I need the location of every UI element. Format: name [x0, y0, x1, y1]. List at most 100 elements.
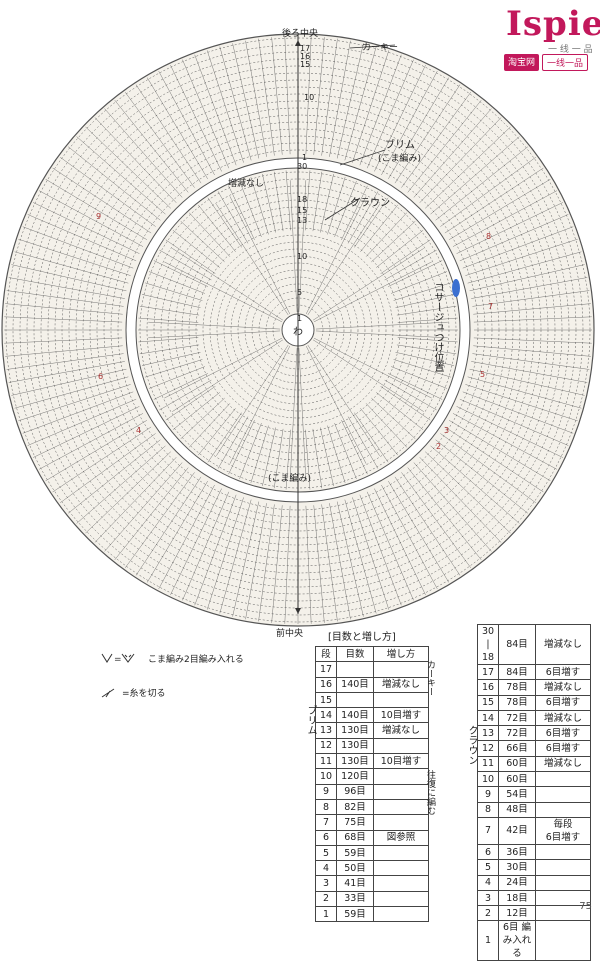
crown-increase-line [312, 339, 424, 412]
table-cell-method [535, 843, 591, 861]
brim-stitch-spoke [366, 491, 414, 601]
side-label-khaki: カーキー [425, 660, 435, 696]
crown-increase-line [164, 261, 283, 323]
table-cell-row: 4 [315, 860, 337, 877]
table-cell-method: 図参照 [373, 829, 429, 846]
table-cell-count: 130目 [336, 722, 374, 739]
table-cell-count: 60目 [498, 771, 536, 788]
brim-stitch-spoke [60, 157, 156, 227]
crown-stitch-spoke [262, 427, 276, 487]
crown-stitch-spoke [396, 305, 457, 316]
brim-stitch-spoke [413, 462, 492, 552]
crown-stitch-spoke [239, 423, 262, 480]
crown-stitch-spoke [262, 173, 276, 233]
brim-stitch-spoke [76, 136, 166, 215]
table-cell-row: 1 [477, 920, 499, 961]
table-cell-count: 50目 [336, 860, 374, 877]
brim-stitch-spoke [321, 38, 338, 156]
brim-stitch-spoke [444, 167, 544, 234]
brim-stitch-spoke [22, 391, 134, 434]
table-cell-row: 9 [315, 783, 337, 800]
crown-increase-line [315, 321, 448, 330]
brim-stitch-spoke [170, 488, 222, 595]
crown-stitch-spoke [327, 425, 346, 483]
legend-increase: = こま編み2目編み入れる [100, 651, 244, 665]
brim-stitch-spoke [14, 251, 129, 284]
table-cell-method: 増減なし [373, 676, 429, 693]
brim-stitch-spoke [473, 337, 592, 344]
brim-stitch-spoke [359, 494, 402, 606]
brim-stitch-spoke [419, 457, 502, 543]
table-cell-row: 13 [477, 725, 499, 742]
table-cell-method [535, 920, 591, 961]
brim-stitch-spoke [469, 368, 585, 396]
logo-subtitle: 一 线 一 品 [548, 45, 593, 55]
crown-stitch-spoke [145, 282, 203, 301]
crown-stitch-spoke [312, 428, 323, 489]
brim-stitch-spoke [419, 117, 502, 203]
table-cell-count [336, 661, 374, 678]
ring-number: 13 [297, 216, 308, 225]
crown-stitch-spoke [360, 204, 398, 252]
table-cell-method: 6目増す [535, 694, 591, 711]
crown-stitch-spoke [365, 403, 407, 448]
ring-number: 15 [300, 60, 311, 69]
crown-pointer [324, 197, 361, 221]
brim-stitch-spoke [85, 451, 171, 534]
table-cell-count: 54目 [498, 786, 536, 803]
brim-stitch-spoke [344, 499, 377, 614]
crown-stitch-spoke [180, 221, 225, 263]
table-cell-method [535, 771, 591, 788]
table-title: [目数と増し方] [328, 632, 396, 643]
brim-stitch-spoke [462, 391, 574, 434]
table-cell-row: 12 [477, 740, 499, 757]
brim-stitch-spoke [284, 505, 291, 624]
table-cell-count [336, 691, 374, 709]
table-cell-method: 増減なし [373, 722, 429, 739]
table-cell-row: 14 [315, 707, 337, 724]
crown-increase-line [172, 339, 284, 412]
brim-stitch-spoke [329, 40, 351, 157]
brim-stitch-spoke [336, 43, 364, 159]
crown-stitch-spoke [141, 352, 201, 366]
brim-stitch-spoke [381, 484, 438, 589]
table-cell-row: 7 [477, 816, 499, 845]
table-cell-method [373, 661, 429, 678]
brim-stitch-spoke [39, 413, 144, 470]
table-cell-count: 130目 [336, 753, 374, 770]
brim-stitch-spoke [6, 290, 124, 307]
table-cell-count: 96目 [336, 783, 374, 800]
table-cell-method [373, 768, 429, 785]
brim-stitch-spoke [448, 179, 551, 240]
table-cell-count: 24目 [498, 874, 536, 891]
crown-stitch-spoke [180, 397, 225, 439]
brim-stitch-spoke [85, 126, 171, 209]
svg-text:=: = [114, 655, 122, 665]
table-header: 目数 [336, 645, 374, 663]
crown-stitch-spoke [217, 191, 249, 244]
crown-stitch-ring [237, 269, 359, 391]
table-cell-count: 68目 [336, 829, 374, 846]
brim-stitch-spoke [6, 353, 124, 370]
crown-stitch-spoke [189, 403, 231, 448]
brim-stitch-spoke [366, 59, 414, 169]
brim-stitch-spoke [344, 46, 377, 161]
table-cell-method: 6目増す [535, 725, 591, 742]
brim-stitch-spoke [125, 472, 195, 568]
table-cell-count: 42目 [498, 816, 536, 845]
crown-stitch-spoke [228, 420, 255, 475]
table-cell-count: 12目 [498, 905, 536, 922]
table-cell-count: 6目 編み入れる [498, 920, 536, 961]
brim-stitch-spoke [459, 214, 569, 262]
brim-stitch-spoke [94, 117, 177, 203]
crown-stitch-spoke [395, 294, 455, 308]
table-cell-count: 72目 [498, 709, 536, 727]
crown-stitch-spoke [141, 294, 201, 308]
legend-increase-text: こま編み2目編み入れる [148, 654, 244, 665]
